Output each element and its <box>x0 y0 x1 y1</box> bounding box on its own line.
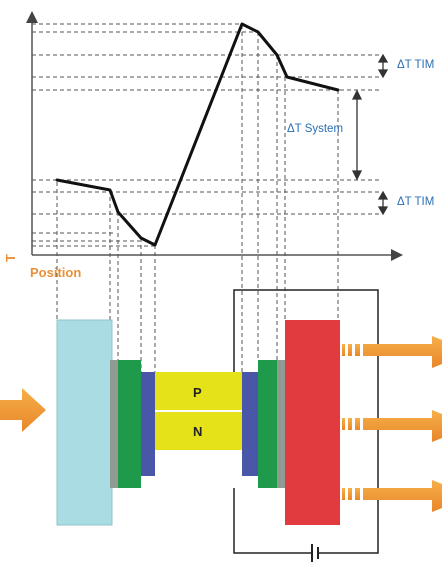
heat-out-arrow-1 <box>342 336 442 368</box>
n-leg-fill <box>155 412 242 450</box>
delta-tim-top-arrow <box>377 53 389 79</box>
cold-copper-plate <box>118 360 141 488</box>
delta-tim-top-label: ΔT TIM <box>397 59 435 71</box>
y-axis-label: T <box>3 254 18 262</box>
heat-out-arrow-2 <box>342 410 442 442</box>
leg-gap <box>155 410 242 412</box>
delta-tim-bottom-label: ΔT TIM <box>397 196 435 208</box>
cold-side-block <box>56 319 113 526</box>
battery-symbol <box>311 544 319 562</box>
horizontal-guides <box>32 23 380 247</box>
vertical-guides <box>56 25 339 372</box>
circuit-wire <box>233 289 379 554</box>
heat-out-arrow-3 <box>342 480 442 512</box>
delta-tim-bottom-arrow <box>377 190 389 216</box>
cold-ceramic-plate <box>141 372 155 476</box>
hot-tim-layer <box>277 360 285 488</box>
hot-ceramic-plate <box>242 372 258 476</box>
cold-tim-layer <box>110 360 118 488</box>
delta-system-arrow <box>351 89 363 181</box>
p-leg-label: P <box>193 385 202 400</box>
temperature-profile <box>55 22 340 247</box>
x-axis-label: Position <box>30 265 82 280</box>
n-leg-label: N <box>193 424 203 439</box>
hot-side-block <box>285 320 340 525</box>
heat-in-arrow <box>0 388 46 432</box>
p-leg <box>155 372 242 410</box>
hot-copper-plate <box>258 360 277 488</box>
delta-system-label: ΔT System <box>287 123 344 135</box>
